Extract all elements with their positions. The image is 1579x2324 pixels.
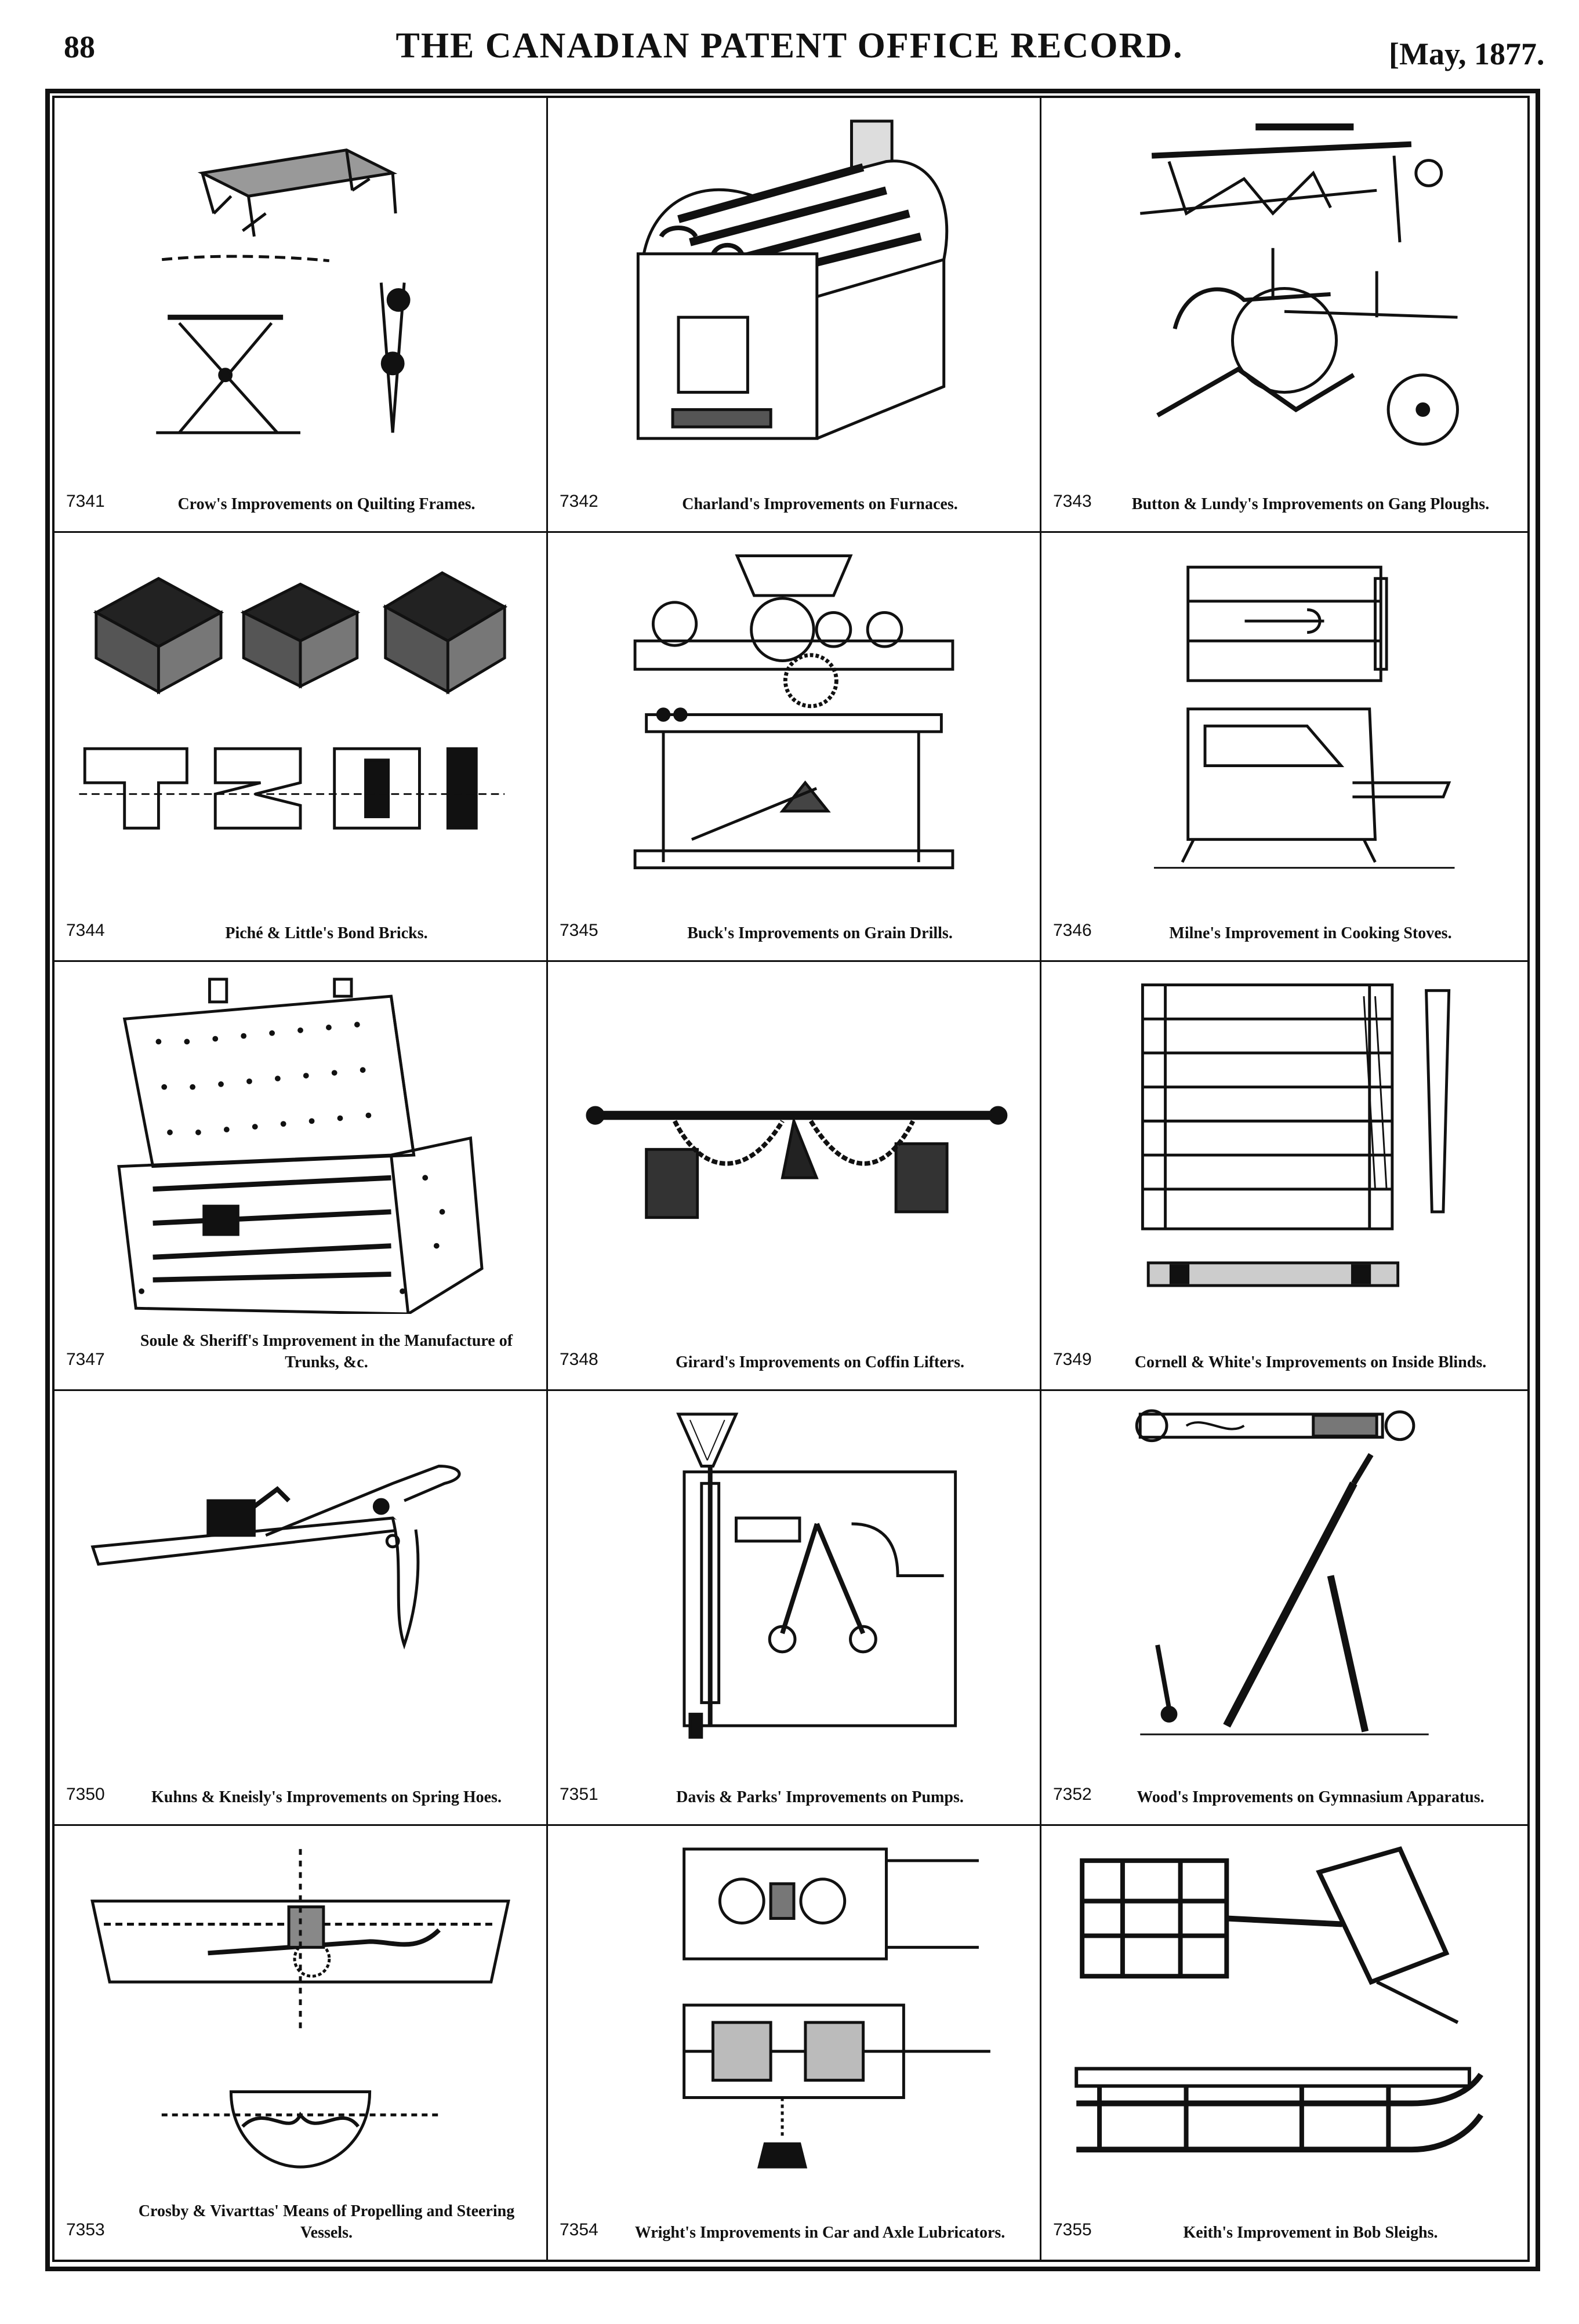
patent-caption: 7347 Soule & Sheriff's Improvement in th… — [66, 1321, 535, 1373]
patent-number: 7344 — [66, 921, 105, 940]
patent-caption: 7349 Cornell & White's Improvements on I… — [1053, 1321, 1516, 1373]
page-header: 88 THE CANADIAN PATENT OFFICE RECORD. [M… — [0, 0, 1579, 93]
patent-number: 7352 — [1053, 1785, 1092, 1804]
patent-title: Button & Lundy's Improvements on Gang Pl… — [1131, 495, 1490, 513]
patent-title: Charland's Improvements on Furnaces. — [682, 495, 958, 513]
patent-caption: 7353 Crosby & Vivarttas' Means of Propel… — [66, 2191, 535, 2243]
pump-icon — [560, 1403, 1028, 1749]
patent-caption: 7343 Button & Lundy's Improvements on Ga… — [1053, 463, 1516, 515]
patent-title: Buck's Improvements on Grain Drills. — [687, 924, 953, 942]
patent-cell: 7346 Milne's Improvement in Cooking Stov… — [1041, 533, 1527, 962]
patent-caption: 7345 Buck's Improvements on Grain Drills… — [560, 892, 1028, 944]
patent-cell: 7350 Kuhns & Kneisly's Improvements on S… — [55, 1391, 548, 1826]
quilting-frame-icon — [66, 110, 535, 456]
patent-caption: 7352 Wood's Improvements on Gymnasium Ap… — [1053, 1756, 1516, 1808]
patent-caption: 7348 Girard's Improvements on Coffin Lif… — [560, 1321, 1028, 1373]
patent-number: 7350 — [66, 1785, 105, 1804]
patent-number: 7353 — [66, 2220, 105, 2239]
patent-number: 7346 — [1053, 921, 1092, 940]
inside-blinds-icon — [1053, 974, 1516, 1314]
patent-cell: 7341 Crow's Improvements on Quilting Fra… — [55, 98, 548, 533]
patent-title: Davis & Parks' Improvements on Pumps. — [676, 1788, 964, 1806]
vessel-propeller-icon — [66, 1838, 535, 2184]
bond-bricks-icon — [66, 544, 535, 885]
patent-number: 7342 — [560, 492, 598, 511]
patent-cell: 7342 Charland's Improvements on Furnaces… — [548, 98, 1041, 533]
journal-title: THE CANADIAN PATENT OFFICE RECORD. — [395, 26, 1184, 66]
patent-title: Cornell & White's Improvements on Inside… — [1134, 1353, 1487, 1371]
patent-caption: 7346 Milne's Improvement in Cooking Stov… — [1053, 892, 1516, 944]
bob-sleigh-icon — [1053, 1838, 1516, 2184]
outer-border — [45, 89, 1540, 2271]
patent-number: 7351 — [560, 1785, 598, 1804]
patent-caption: 7351 Davis & Parks' Improvements on Pump… — [560, 1756, 1028, 1808]
patent-grid: 7341 Crow's Improvements on Quilting Fra… — [55, 98, 1527, 2260]
gang-plough-icon — [1053, 110, 1516, 456]
patent-caption: 7341 Crow's Improvements on Quilting Fra… — [66, 463, 535, 515]
patent-title: Keith's Improvement in Bob Sleighs. — [1183, 2223, 1438, 2242]
patent-number: 7343 — [1053, 492, 1092, 511]
patent-title: Crow's Improvements on Quilting Frames. — [177, 495, 475, 513]
cooking-stove-icon — [1053, 544, 1516, 885]
spring-hoe-icon — [66, 1403, 535, 1749]
patent-cell: 7353 Crosby & Vivarttas' Means of Propel… — [55, 1826, 548, 2260]
patent-cell: 7348 Girard's Improvements on Coffin Lif… — [548, 962, 1041, 1391]
patent-cell: 7349 Cornell & White's Improvements on I… — [1041, 962, 1527, 1391]
patent-caption: 7354 Wright's Improvements in Car and Ax… — [560, 2191, 1028, 2243]
patent-number: 7345 — [560, 921, 598, 940]
patent-cell: 7343 Button & Lundy's Improvements on Ga… — [1041, 98, 1527, 533]
patent-number: 7347 — [66, 1350, 105, 1369]
patent-title: Girard's Improvements on Coffin Lifters. — [676, 1353, 964, 1371]
patent-caption: 7350 Kuhns & Kneisly's Improvements on S… — [66, 1756, 535, 1808]
patent-number: 7349 — [1053, 1350, 1092, 1369]
patent-title: Piché & Little's Bond Bricks. — [225, 924, 428, 942]
patent-title: Crosby & Vivarttas' Means of Propelling … — [138, 2202, 515, 2242]
patent-cell: 7352 Wood's Improvements on Gymnasium Ap… — [1041, 1391, 1527, 1826]
patent-cell: 7355 Keith's Improvement in Bob Sleighs. — [1041, 1826, 1527, 2260]
page-number: 88 — [64, 30, 95, 64]
patent-title: Milne's Improvement in Cooking Stoves. — [1169, 924, 1452, 942]
inner-border — [52, 96, 1530, 2262]
patent-title: Soule & Sheriff's Improvement in the Man… — [140, 1332, 513, 1371]
grain-drill-icon — [560, 544, 1028, 885]
gymnasium-apparatus-icon — [1053, 1403, 1516, 1749]
patent-number: 7355 — [1053, 2220, 1092, 2239]
axle-lubricator-icon — [560, 1838, 1028, 2184]
patent-caption: 7344 Piché & Little's Bond Bricks. — [66, 892, 535, 944]
patent-caption: 7342 Charland's Improvements on Furnaces… — [560, 463, 1028, 515]
patent-cell: 7354 Wright's Improvements in Car and Ax… — [548, 1826, 1041, 2260]
patent-title: Wood's Improvements on Gymnasium Apparat… — [1137, 1788, 1484, 1806]
patent-cell: 7344 Piché & Little's Bond Bricks. — [55, 533, 548, 962]
patent-number: 7341 — [66, 492, 105, 511]
issue-date: [May, 1877. — [1389, 37, 1545, 71]
patent-cell: 7345 Buck's Improvements on Grain Drills… — [548, 533, 1041, 962]
coffin-lifter-icon — [560, 974, 1028, 1314]
patent-title: Kuhns & Kneisly's Improvements on Spring… — [151, 1788, 502, 1806]
trunk-icon — [66, 974, 535, 1316]
patent-number: 7354 — [560, 2220, 598, 2239]
patent-cell: 7351 Davis & Parks' Improvements on Pump… — [548, 1391, 1041, 1826]
patent-number: 7348 — [560, 1350, 598, 1369]
furnace-icon — [560, 110, 1028, 456]
patent-cell: 7347 Soule & Sheriff's Improvement in th… — [55, 962, 548, 1391]
patent-title: Wright's Improvements in Car and Axle Lu… — [634, 2223, 1006, 2242]
patent-caption: 7355 Keith's Improvement in Bob Sleighs. — [1053, 2191, 1516, 2243]
